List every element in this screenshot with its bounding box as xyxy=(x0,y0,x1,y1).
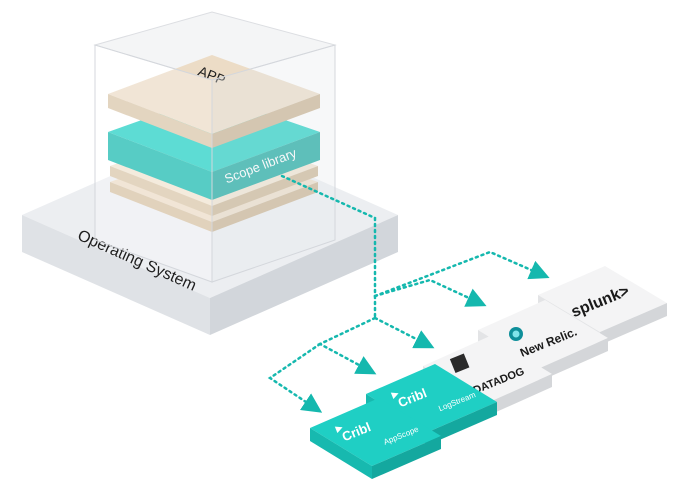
flow-to-logstream xyxy=(317,316,377,375)
flow-to-splunk xyxy=(373,250,550,298)
datadog-logo-icon xyxy=(449,353,470,374)
flow-to-appscope xyxy=(267,342,323,413)
data-flow-lines xyxy=(267,174,550,413)
flow-to-newrelic xyxy=(373,278,487,307)
logstream-play-icon: ▶ xyxy=(390,388,400,400)
appscope-play-icon: ▶ xyxy=(334,422,344,434)
flow-main xyxy=(280,174,377,320)
app-layer: APP xyxy=(108,55,320,148)
flow-to-datadog xyxy=(373,316,435,349)
cribl-appscope-tile: ▶ Cribl AppScope xyxy=(310,398,441,479)
glass-cube-front xyxy=(94,44,336,283)
